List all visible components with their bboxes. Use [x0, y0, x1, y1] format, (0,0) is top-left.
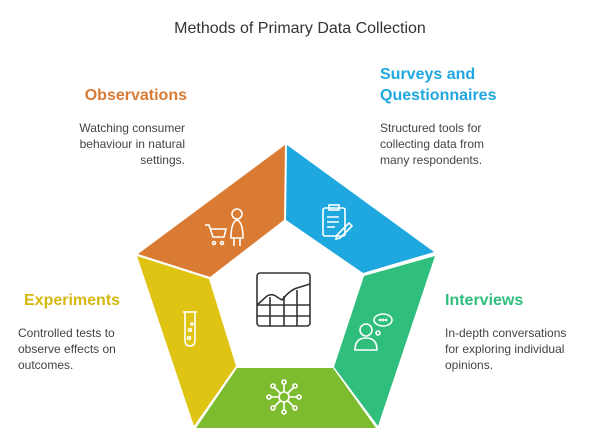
test-tube-icon [183, 311, 197, 347]
observations-desc-line: behaviour in natural [79, 137, 185, 151]
experiments-desc-line: Controlled tests to [18, 326, 115, 340]
interviews-desc-line: In-depth conversations [445, 326, 567, 340]
interviews-desc-line: for exploring individual [445, 342, 565, 356]
segment-surveys [286, 145, 434, 273]
segment-bottom [196, 368, 376, 428]
interviews-heading: Interviews [445, 292, 524, 309]
data-chart-grid-icon [256, 272, 311, 327]
experiments-desc-line: outcomes. [18, 358, 74, 372]
surveys-desc-line: Structured tools for [380, 121, 482, 135]
network-gear-icon [266, 379, 302, 415]
shopper-cart-icon [205, 208, 244, 246]
surveys-heading-line: Surveys and [380, 66, 476, 83]
surveys-desc-line: many respondents. [380, 153, 483, 167]
segment-interviews [334, 256, 435, 426]
clipboard-pencil-icon [322, 204, 354, 241]
segment-observations [138, 145, 285, 277]
person-speech-icon [354, 313, 393, 351]
diagram-title: Methods of Primary Data Collection [174, 20, 426, 37]
surveys-desc-line: collecting data from [380, 137, 485, 151]
observations-desc-line: Watching consumer [79, 121, 185, 135]
observations-desc-line: settings. [140, 153, 185, 167]
surveys-heading-line: Questionnaires [380, 87, 497, 104]
observations-heading: Observations [84, 87, 187, 104]
interviews-desc-line: opinions. [445, 358, 494, 372]
experiments-heading: Experiments [24, 292, 121, 309]
segment-experiments [137, 256, 236, 426]
experiments-desc-line: observe effects on [18, 342, 116, 356]
